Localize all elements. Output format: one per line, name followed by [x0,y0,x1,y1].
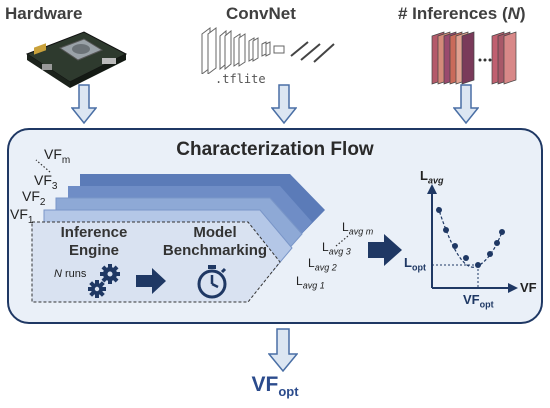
down-arrow-hardware [71,84,97,124]
vf-2-label: VF2 [22,188,46,208]
n-runs-label: N runs [54,268,87,280]
plot-lopt-label: Lopt [404,255,426,273]
plot-vfopt-label: VFopt [463,292,494,310]
inferences-label: # Inferences (N) [398,4,526,23]
plot-x-axis-label: VF [520,280,537,295]
inference-images-stack [431,31,517,85]
vf-m-label: VFm [44,146,71,166]
lavg-3-label: Lavg 3 [322,240,351,257]
engine-to-benchmark-arrow [136,268,166,294]
lavg-1-label: Lavg 1 [296,274,325,291]
convnet-label: ConvNet [226,4,296,23]
flow-to-plot-arrow [368,234,402,266]
down-arrow-convnet [271,84,297,124]
plot-y-axis-label: Lavg [420,168,444,186]
hardware-board-image [25,31,128,88]
gears-icon [88,264,120,298]
vf-opt-output-label: VFopt [251,373,299,400]
down-arrow-inferences [453,84,479,124]
chevron-front [31,221,281,303]
vf-1-label: VF1 [10,206,34,226]
hardware-label: Hardware [5,4,83,23]
lavg-m-label: Lavg m [342,220,374,237]
tflite-label: .tflite [215,72,266,86]
flow-title: Characterization Flow [176,139,374,160]
lavg-2-label: Lavg 2 [308,256,337,273]
vf-3-label: VF3 [34,172,58,192]
down-arrow-output [268,328,298,372]
stopwatch-icon [197,265,227,299]
convnet-layers-image [201,27,335,74]
